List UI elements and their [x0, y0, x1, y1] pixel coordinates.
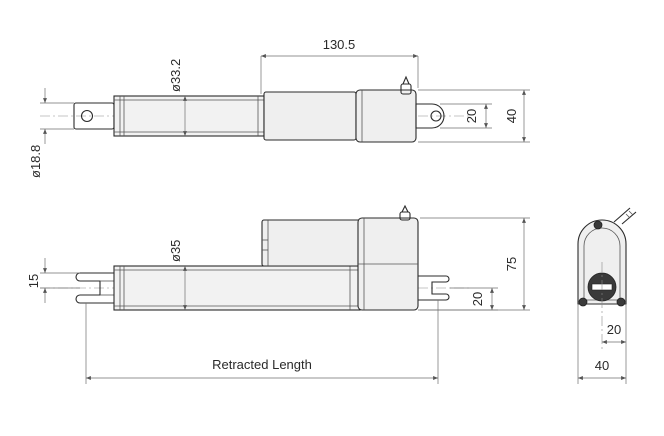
end-screw-top: [593, 220, 603, 230]
top-rear-eye: [415, 103, 445, 129]
side-rear-clevis: [418, 275, 450, 301]
dim-side-height-small: 20: [470, 292, 485, 306]
top-motor: [263, 91, 357, 141]
dim-retracted-length: Retracted Length: [212, 357, 312, 372]
top-view: 130.5 ø33.2 ø18.8 20 40: [28, 37, 530, 178]
dim-top-tube-diameter: ø33.2: [168, 59, 183, 92]
side-gearbox: [357, 217, 419, 311]
side-motor: [261, 219, 361, 267]
side-cable-gland: [399, 204, 411, 221]
end-screw-left: [578, 297, 588, 307]
side-view: ø35 15 20 75 Retracted Length: [26, 204, 530, 384]
dim-top-height-small: 20: [464, 109, 479, 123]
dim-end-width: 40: [595, 358, 609, 373]
dim-top-height-large: 40: [504, 109, 519, 123]
end-screw-right: [616, 297, 626, 307]
top-tube: [113, 95, 265, 137]
dim-top-length: 130.5: [323, 37, 356, 52]
side-rod-clevis: [75, 272, 114, 304]
dim-side-tube-diameter: ø35: [168, 240, 183, 262]
dim-side-rod-offset: 15: [26, 274, 41, 288]
end-cable: [613, 207, 637, 225]
dim-top-rod-diameter: ø18.8: [28, 145, 43, 178]
top-gearbox: [355, 89, 417, 143]
end-view: 20 40: [577, 207, 637, 384]
dim-end-offset: 20: [607, 322, 621, 337]
top-cable-gland: [400, 75, 412, 95]
side-tube: [113, 265, 361, 311]
dim-side-height-large: 75: [504, 257, 519, 271]
